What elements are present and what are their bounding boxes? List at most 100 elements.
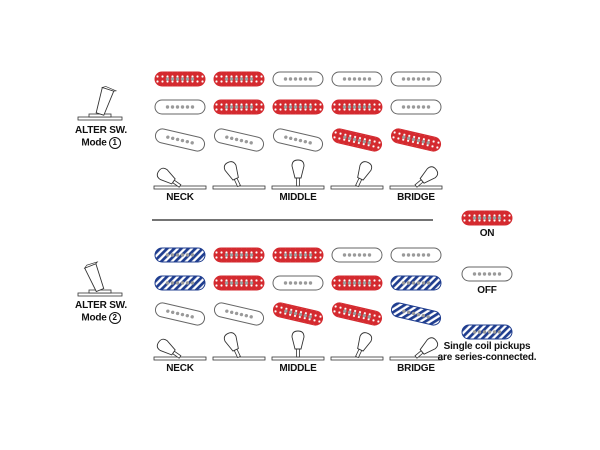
pickup-body [390,128,442,152]
pole-piece [190,253,195,257]
pole-piece [303,253,308,257]
pole-piece [416,281,421,285]
mode1-pos3-bridge-pickup-off [272,128,324,152]
pole-piece [482,330,487,334]
mode2-pos1-middle-pickup-series [154,275,206,291]
pole-piece [283,253,288,257]
legend-series-label-1: Single coil pickups [443,341,531,352]
pole-piece [347,136,352,141]
pole-piece [401,105,406,109]
pole-piece [411,311,416,316]
pickup-body [331,99,383,115]
pole-piece [284,309,288,313]
pole-piece [347,77,352,81]
pole-piece [288,105,293,109]
pole-piece [249,315,253,319]
pole-piece [239,312,244,317]
pole-piece [185,253,190,257]
pole-piece [293,137,298,142]
pole-piece [492,216,497,220]
pole-piece [229,105,234,109]
mode1-pos2-neck-pickup-on [213,71,265,87]
pole-piece [421,139,426,144]
pole-piece [406,77,411,81]
pole-piece [352,311,357,316]
pole-piece [362,253,367,257]
pole-piece [347,105,352,109]
pole-piece [367,141,371,145]
pole-piece [244,313,249,318]
pole-piece [185,77,190,81]
pole-piece [421,281,426,285]
pole-piece [426,315,430,319]
pole-piece [472,272,477,276]
pole-piece [224,77,229,81]
pole-piece [308,77,313,81]
pole-piece [308,315,312,319]
switch-lever [156,338,182,359]
switch-plate [271,185,325,190]
pole-piece [406,253,411,257]
pole-piece [421,313,426,318]
pole-piece [497,216,502,220]
pole-piece [303,105,308,109]
pole-piece [308,281,313,285]
pole-piece [357,312,362,317]
mode-number-badge: 2 [108,312,121,324]
pole-piece [234,137,239,142]
alter-switch-title: ALTER SW. [75,300,127,311]
mode2-pos3-bridge-pickup-on [272,302,324,326]
pole-piece [165,281,170,285]
pole-piece [342,105,347,109]
mode2-pos5-neck-pickup-off [390,247,442,263]
position-label-neck: NECK [166,363,194,374]
pole-piece [362,313,367,318]
pickup-body [331,302,383,326]
pole-piece [421,77,426,81]
pole-piece [239,281,244,285]
pickup-body [154,275,206,291]
pole-piece [487,272,492,276]
pickup-body [213,99,265,115]
pole-piece [426,253,431,257]
mode1-selector-position-2 [212,161,266,190]
pole-piece [185,139,190,144]
pole-piece [367,281,372,285]
pole-piece [180,281,185,285]
pickup-body [461,210,513,226]
pole-piece [472,330,477,334]
mode1-selector-position-3 [271,159,325,190]
pole-piece [347,310,352,315]
pole-piece [411,281,416,285]
pickup-body [213,128,265,152]
pole-piece [497,330,502,334]
pickup-body [390,99,442,115]
switch-lever [156,167,182,188]
pickup-body [272,247,324,263]
pole-piece [224,281,229,285]
pole-piece [244,77,249,81]
pickup-body [390,71,442,87]
pole-piece [416,77,421,81]
pole-piece [293,311,298,316]
pole-piece [402,135,406,139]
pole-piece [175,77,180,81]
pole-piece [249,77,254,81]
pole-piece [170,77,175,81]
pole-piece [190,141,194,145]
pole-piece [352,137,357,142]
mode-text: Mode [81,137,107,149]
mode2-pos4-middle-pickup-on [331,275,383,291]
pole-piece [303,281,308,285]
pole-piece [170,253,175,257]
switch-lever [223,332,241,359]
pickup-body [461,324,513,340]
pole-piece [411,137,416,142]
pole-piece [229,77,234,81]
pickup-body [331,275,383,291]
pole-piece [175,281,180,285]
pole-piece [482,216,487,220]
pickup-body [331,247,383,263]
